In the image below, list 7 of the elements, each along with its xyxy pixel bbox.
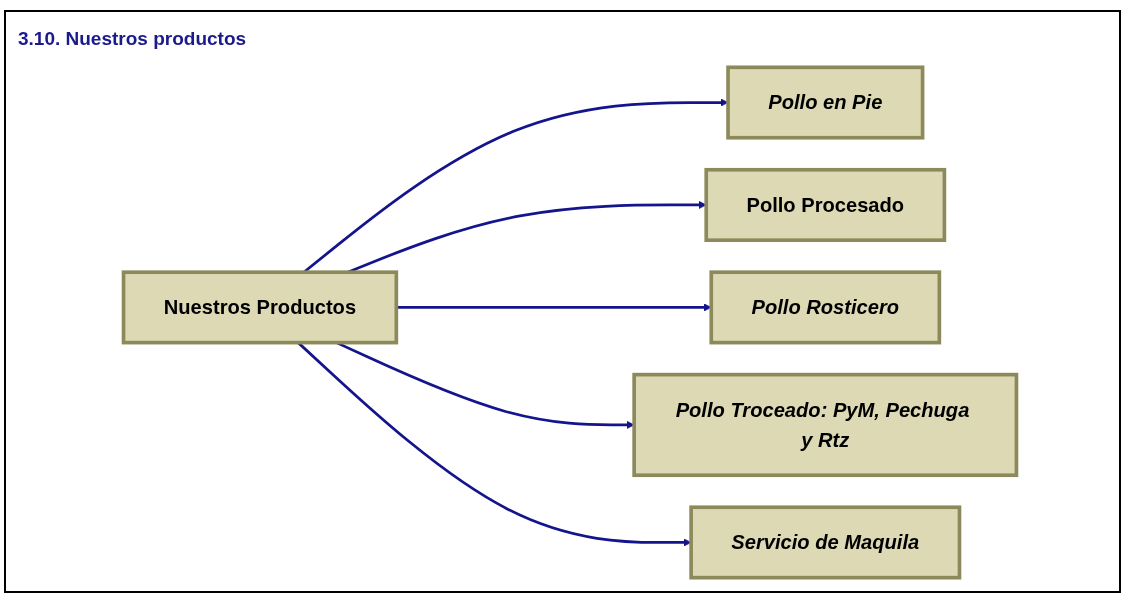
- title: 3.10. Nuestros productos: [18, 28, 247, 50]
- node-box: Pollo Procesado: [704, 167, 947, 242]
- node-box: Pollo en Pie: [726, 65, 925, 140]
- node-box: Pollo Rosticero: [709, 270, 942, 345]
- node-box: Nuestros Productos: [121, 270, 399, 345]
- node-box: Pollo Troceado: PyM, Pechuga y Rtz: [632, 372, 1019, 478]
- node-box: Servicio de Maquila: [689, 505, 962, 580]
